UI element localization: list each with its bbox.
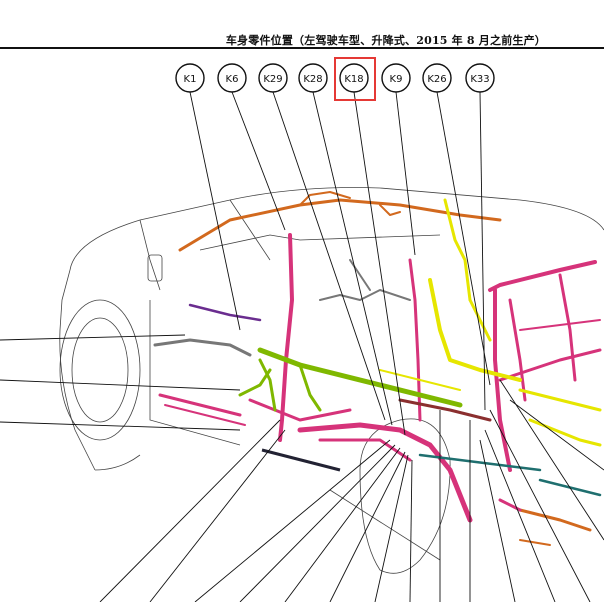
connector-k1[interactable]: K1	[175, 63, 205, 93]
connector-k6-label: K6	[226, 74, 239, 85]
connector-k1-label: K1	[184, 74, 197, 85]
connector-k18[interactable]: K18	[334, 57, 376, 101]
connector-k28[interactable]: K28	[298, 63, 328, 93]
connector-k18-label: K18	[344, 74, 363, 85]
connector-callouts: K1 K6 K29 K28 K18 K9	[175, 57, 495, 101]
leader-k9	[395, 91, 416, 256]
connector-k26-label: K26	[427, 74, 446, 85]
leader-lines	[0, 91, 604, 602]
wiring-harness	[153, 191, 602, 546]
connector-k26[interactable]: K26	[422, 63, 452, 93]
leader-k1	[189, 91, 241, 331]
page-title: 车身零件位置（左驾驶车型、升降式、2015 年 8 月之前生产）	[225, 34, 546, 47]
connector-k33[interactable]: K33	[465, 63, 495, 93]
leader-k29	[272, 91, 386, 421]
highlight-box	[334, 57, 376, 101]
title-rule	[0, 47, 604, 49]
connector-k29-label: K29	[263, 74, 282, 85]
leader-k26	[436, 91, 491, 386]
leader-k33	[479, 91, 486, 411]
leader-k28	[312, 91, 393, 426]
leader-k6	[231, 91, 286, 231]
connector-k33-label: K33	[470, 74, 489, 85]
connector-k28-label: K28	[303, 74, 322, 85]
connector-k6[interactable]: K6	[217, 63, 247, 93]
leader-k18	[353, 91, 406, 436]
connector-k29[interactable]: K29	[258, 63, 288, 93]
connector-k9-label: K9	[390, 74, 403, 85]
connector-k9[interactable]: K9	[381, 63, 411, 93]
